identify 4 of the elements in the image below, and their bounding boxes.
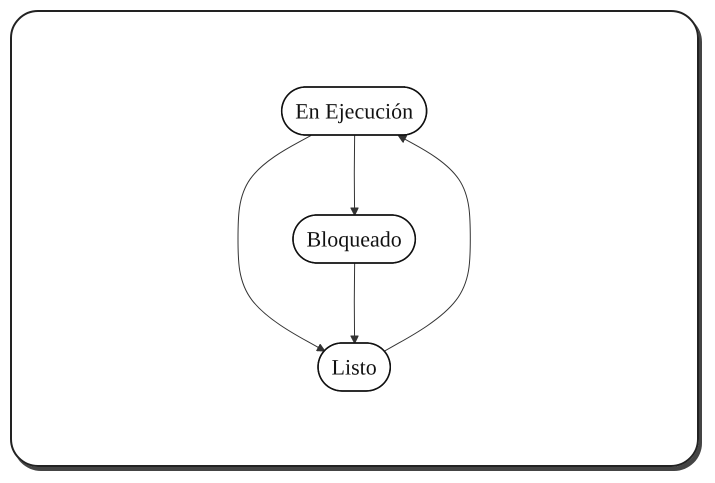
arrow	[384, 134, 472, 352]
arrow	[238, 134, 326, 352]
arrow	[350, 134, 360, 216]
arrow	[350, 262, 360, 344]
